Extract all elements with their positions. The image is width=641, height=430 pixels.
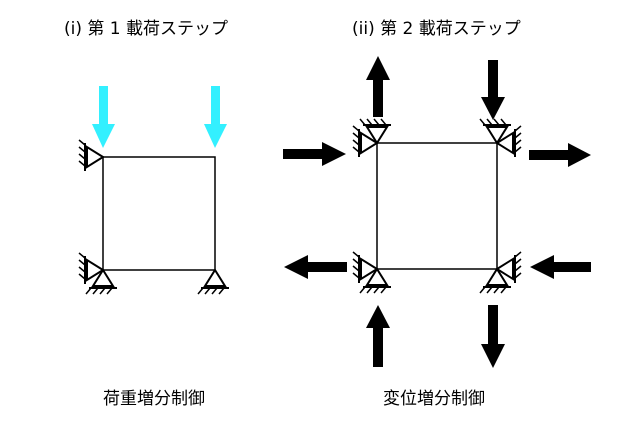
step2-arrow-top-right-down-icon xyxy=(481,60,505,120)
step1-support-bottom-right-icon xyxy=(197,269,230,295)
step2-arrow-top-left-up-icon xyxy=(366,56,390,117)
step2-arrow-bottom-right-down-icon xyxy=(481,305,505,368)
step2-arrow-left-bottom-left-icon xyxy=(284,255,347,279)
step2-title: (ii) 第 2 載荷ステップ xyxy=(352,19,521,39)
step2-arrow-bottom-left-up-icon xyxy=(366,305,390,367)
step1-caption: 荷重増分制御 xyxy=(103,389,205,409)
step1-title: (i) 第 1 載荷ステップ xyxy=(64,19,229,39)
step1-load-arrow-right-icon xyxy=(204,86,227,148)
step2-caption: 変位増分制御 xyxy=(383,389,485,409)
step1-support-top-left-icon xyxy=(78,139,104,172)
step2-arrow-left-top-right-icon xyxy=(283,142,346,166)
step2-frame xyxy=(283,56,591,368)
step2-arrow-right-bottom-left-icon xyxy=(530,255,591,279)
step1-frame xyxy=(78,86,230,295)
step2-arrow-right-top-right-icon xyxy=(529,143,591,167)
step1-load-arrow-left-icon xyxy=(92,86,115,148)
